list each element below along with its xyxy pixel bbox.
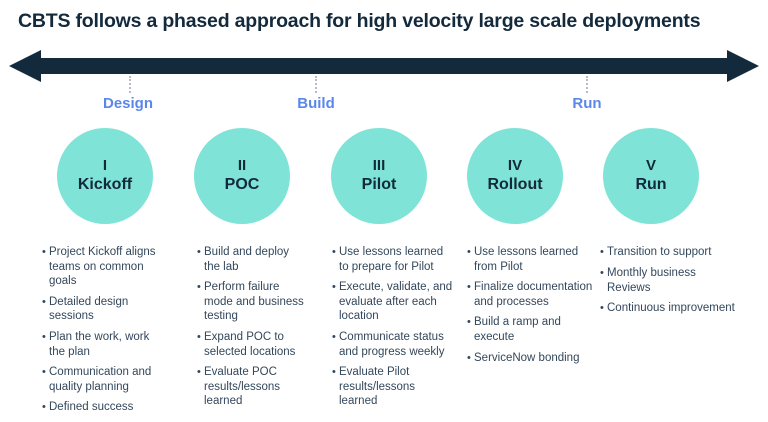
list-item: Evaluate POC results/lessons learned [197, 365, 307, 409]
bullet-icon [197, 280, 204, 324]
list-item: Use lessons learned from Pilot [467, 245, 593, 274]
bullet-text: Detailed design sessions [49, 295, 129, 323]
phase-numeral: II [237, 156, 247, 174]
phase-bullets-pilot: Use lessons learned to prepare for Pilot… [332, 245, 454, 415]
bullet-text: Use lessons learned from Pilot [474, 246, 579, 273]
bullet-text: Execute, validate, and evaluate after ea… [339, 281, 453, 323]
list-item: Execute, validate, and evaluate after ea… [332, 280, 454, 324]
bullet-icon [197, 245, 204, 274]
bullet-icon [42, 400, 49, 415]
bullet-icon [42, 295, 49, 324]
bullet-icon [600, 301, 607, 316]
bullet-icon [197, 365, 204, 409]
bullet-text: Communication and quality planning [49, 366, 152, 393]
phase-numeral: I [102, 156, 108, 174]
phase-bullets-run: Transition to support Monthly business R… [600, 245, 740, 322]
list-item: Evaluate Pilot results/lessons learned [332, 365, 454, 409]
list-item: Plan the work, work the plan [42, 330, 160, 359]
bullet-text: Use lessons learned to prepare for Pilot [339, 246, 444, 273]
bullet-icon [332, 330, 339, 359]
timeline-tick-run [586, 76, 588, 93]
phase-circle-pilot: III Pilot [331, 128, 427, 224]
bullet-icon [332, 280, 339, 324]
phase-name: Kickoff [77, 176, 133, 194]
bullet-text: Build and deploy the lab [204, 246, 290, 273]
bullet-icon [332, 365, 339, 409]
phase-bullets-rollout: Use lessons learned from Pilot Finalize … [467, 245, 593, 372]
timeline-label-build: Build [297, 95, 335, 112]
list-item: Expand POC to selected locations [197, 330, 307, 359]
phase-circle-run: V Run [603, 128, 699, 224]
list-item: Monthly business Reviews [600, 266, 740, 295]
phase-circle-kickoff: I Kickoff [57, 128, 153, 224]
bullet-text: Perform failure mode and business testin… [204, 281, 304, 323]
bullet-icon [600, 266, 607, 295]
bullet-text: Expand POC to selected locations [204, 330, 296, 358]
bullet-text: Finalize documentation and processes [474, 281, 593, 308]
bullet-text: Monthly business Reviews [607, 266, 696, 294]
phase-numeral: III [372, 156, 386, 174]
timeline-tick-build [315, 76, 317, 93]
bullet-icon [42, 245, 49, 289]
bullet-text: ServiceNow bonding [474, 351, 580, 364]
bullet-icon [467, 280, 474, 309]
list-item: Build a ramp and execute [467, 315, 593, 344]
list-item: Finalize documentation and processes [467, 280, 593, 309]
bullet-text: Communicate status and progress weekly [339, 330, 445, 358]
bullet-text: Build a ramp and execute [474, 316, 561, 343]
bullet-icon [42, 365, 49, 394]
bullet-icon [467, 245, 474, 274]
list-item: Transition to support [600, 245, 740, 260]
list-item: Build and deploy the lab [197, 245, 307, 274]
phase-name: POC [224, 176, 260, 194]
bullet-icon [332, 245, 339, 274]
bullet-icon [197, 330, 204, 359]
phase-name: Pilot [361, 176, 397, 194]
double-arrow-icon [9, 50, 759, 82]
timeline-tick-design [129, 76, 131, 93]
phase-numeral: IV [507, 156, 523, 174]
bullet-text: Evaluate Pilot results/lessons learned [339, 366, 416, 408]
phase-name: Rollout [487, 176, 543, 194]
page-title: CBTS follows a phased approach for high … [18, 10, 701, 32]
list-item: Project Kickoff aligns teams on common g… [42, 245, 160, 289]
bullet-text: Continuous improvement [607, 302, 735, 315]
bullet-text: Defined success [49, 401, 134, 414]
list-item: Use lessons learned to prepare for Pilot [332, 245, 454, 274]
timeline-label-run: Run [572, 95, 602, 112]
phase-numeral: V [645, 156, 656, 174]
list-item: Detailed design sessions [42, 295, 160, 324]
list-item: Communication and quality planning [42, 365, 160, 394]
bullet-icon [467, 315, 474, 344]
bullet-icon [42, 330, 49, 359]
list-item: Perform failure mode and business testin… [197, 280, 307, 324]
list-item: Communicate status and progress weekly [332, 330, 454, 359]
timeline-label-design: Design [102, 95, 154, 112]
list-item: Defined success [42, 400, 160, 415]
bullet-icon [467, 351, 474, 366]
phase-circle-rollout: IV Rollout [467, 128, 563, 224]
phase-circle-poc: II POC [194, 128, 290, 224]
timeline-arrow [0, 49, 768, 87]
bullet-text: Project Kickoff aligns teams on common g… [49, 246, 156, 288]
bullet-text: Transition to support [607, 246, 712, 258]
list-item: Continuous improvement [600, 301, 740, 316]
phase-name: Run [635, 176, 667, 194]
list-item: ServiceNow bonding [467, 351, 593, 366]
bullet-text: Plan the work, work the plan [49, 330, 150, 358]
phase-bullets-kickoff: Project Kickoff aligns teams on common g… [42, 245, 160, 421]
phase-bullets-poc: Build and deploy the lab Perform failure… [197, 245, 307, 415]
bullet-icon [600, 245, 607, 260]
bullet-text: Evaluate POC results/lessons learned [204, 366, 281, 408]
